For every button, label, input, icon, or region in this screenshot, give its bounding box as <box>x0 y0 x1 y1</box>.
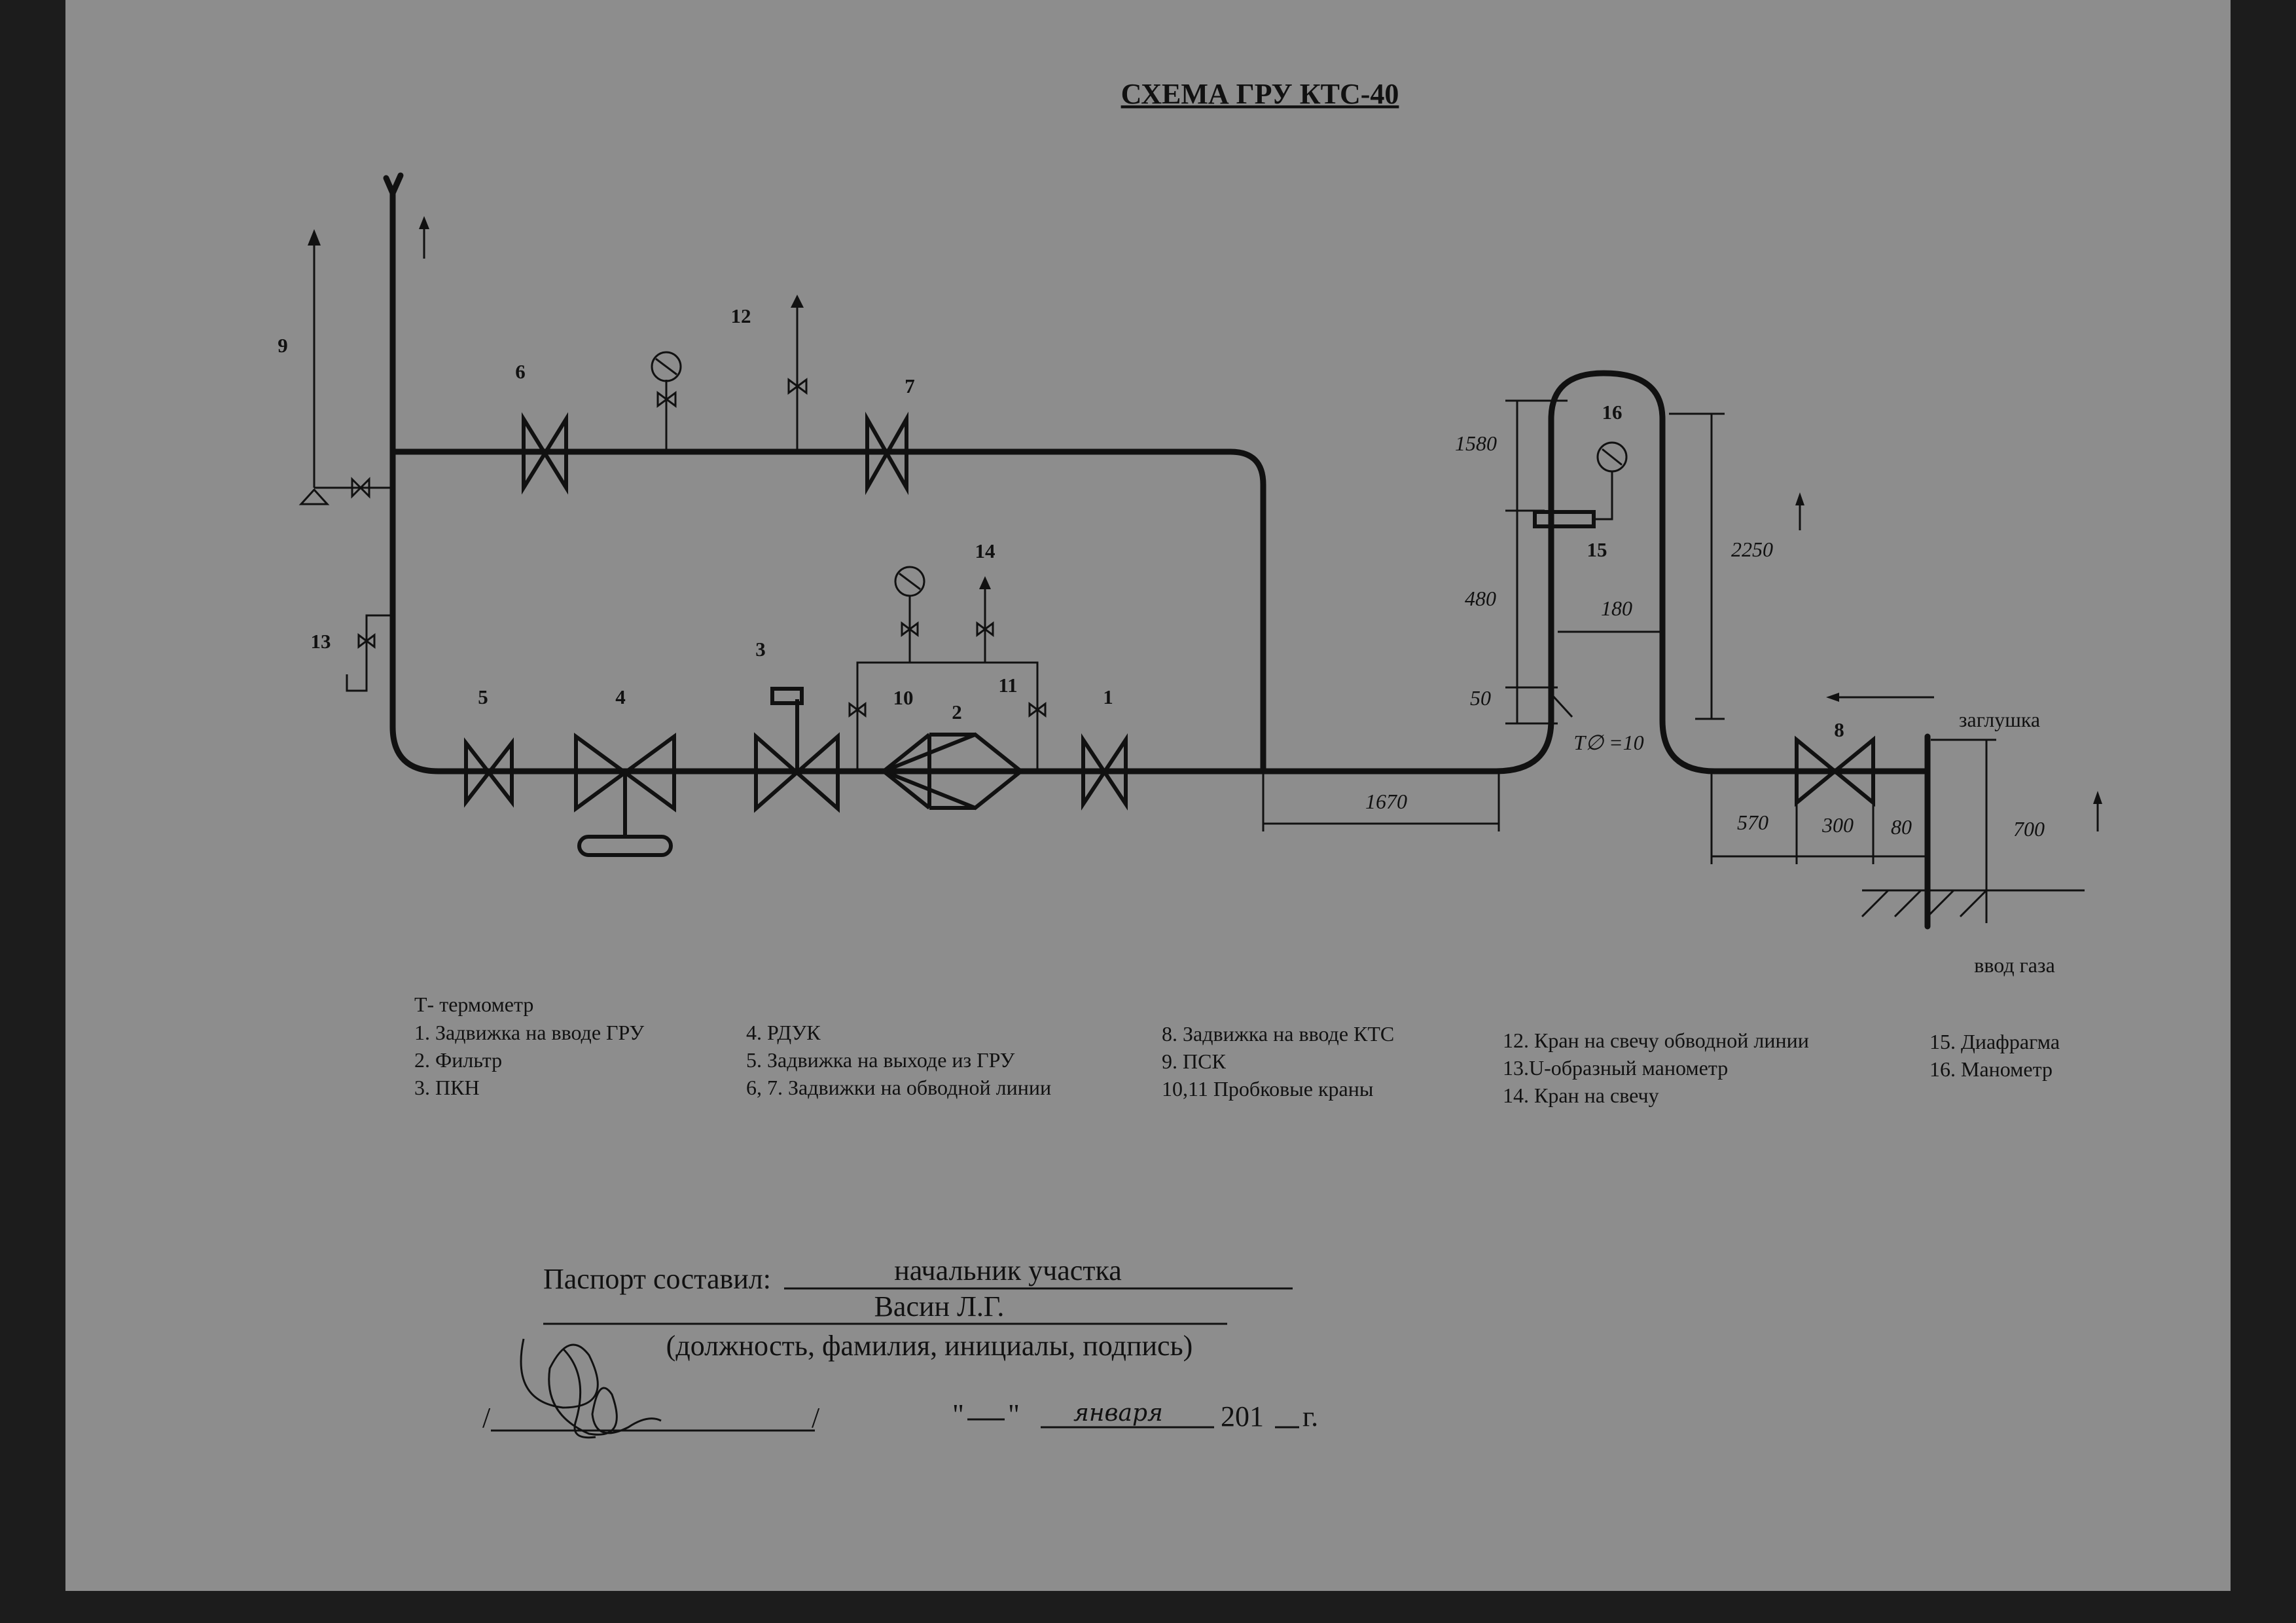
label-13: 13 <box>311 630 331 653</box>
ground-hatch <box>1861 889 2085 918</box>
compiled-by-name: Васин Л.Г. <box>874 1290 1005 1322</box>
label-1: 1 <box>1103 685 1113 708</box>
legend-item-10-11: 10,11 Пробковые краны <box>1162 1077 1373 1101</box>
label-9: 9 <box>278 334 288 357</box>
dim-480: 480 <box>1465 587 1496 610</box>
label-7: 7 <box>905 374 915 397</box>
diagram-title: СХЕМА ГРУ КТС-40 <box>1121 78 1399 110</box>
dimension-values: 1580 480 50 180 2250 1670 570 300 80 700… <box>1365 431 2045 841</box>
label-14: 14 <box>975 539 996 562</box>
passport-footer: Паспорт составил: начальник участка Васи… <box>482 1254 1318 1439</box>
upper-line-gauge <box>651 351 682 452</box>
safety-valve-9 <box>298 229 393 505</box>
component-numbers: 1 2 3 4 5 6 7 8 9 10 11 12 13 14 15 16 <box>278 304 1844 741</box>
thermometer-stub <box>1550 693 1573 718</box>
flow-arrow-up-right <box>1795 492 2102 831</box>
legend-item-15: 15. Диафрагма <box>1929 1030 2060 1053</box>
valve-6 <box>522 412 568 495</box>
legend-item-13: 13.U-образный манометр <box>1503 1056 1728 1080</box>
u-manometer-13 <box>346 614 393 692</box>
legend-item-16: 16. Манометр <box>1929 1057 2053 1081</box>
plug-label: заглушка <box>1959 708 2040 731</box>
date-year-prefix: 201 <box>1221 1400 1264 1432</box>
gas-input-label: ввод газа <box>1974 953 2055 977</box>
date-month: января <box>1073 1400 1163 1427</box>
dim-1670: 1670 <box>1365 790 1407 813</box>
legend: Т- термометр 1. Задвижка на вводе ГРУ 2.… <box>414 993 2060 1107</box>
main-pipeline <box>383 172 1931 930</box>
date-quote-close: " <box>1008 1398 1020 1431</box>
label-15: 15 <box>1587 538 1607 561</box>
legend-item-3: 3. ПКН <box>414 1076 480 1099</box>
dim-80: 80 <box>1891 815 1912 839</box>
filter-2 <box>878 732 1024 811</box>
dimension-lines <box>1262 399 1996 923</box>
signature-slash-left: / <box>482 1402 491 1434</box>
filter-bypass-taps <box>848 566 1047 771</box>
dim-2250: 2250 <box>1731 538 1773 561</box>
label-11: 11 <box>998 674 1017 697</box>
label-2: 2 <box>952 701 962 723</box>
legend-item-2: 2. Фильтр <box>414 1048 502 1072</box>
date-quote-open: " <box>952 1398 964 1431</box>
valve-7 <box>865 411 908 496</box>
label-5: 5 <box>478 685 488 708</box>
dim-300: 300 <box>1821 813 1854 837</box>
manometer-16 <box>1594 441 1628 520</box>
label-6: 6 <box>515 360 526 383</box>
label-16: 16 <box>1602 401 1623 424</box>
legend-item-5: 5. Задвижка на выходе из ГРУ <box>746 1048 1015 1072</box>
legend-item-14: 14. Кран на свечу <box>1503 1084 1659 1107</box>
dim-1580: 1580 <box>1455 431 1497 455</box>
dim-570: 570 <box>1737 811 1768 834</box>
label-3: 3 <box>755 638 766 661</box>
signature <box>520 1338 662 1439</box>
diaphragm-15 <box>1533 510 1596 528</box>
legend-thermometer: Т- термометр <box>414 993 533 1016</box>
valve-3-pkn <box>754 687 840 813</box>
flow-arrow-up <box>419 216 429 259</box>
label-10: 10 <box>893 686 914 709</box>
legend-item-6-7: 6, 7. Задвижки на обводной линии <box>746 1076 1051 1099</box>
legend-item-9: 9. ПСК <box>1162 1049 1226 1073</box>
valve-4-rduk <box>574 733 676 857</box>
date-year-suffix: г. <box>1302 1400 1318 1432</box>
legend-item-4: 4. РДУК <box>746 1021 821 1044</box>
legend-item-12: 12. Кран на свечу обводной линии <box>1503 1029 1809 1052</box>
signature-slash-right: / <box>812 1402 820 1434</box>
legend-item-8: 8. Задвижка на вводе КТС <box>1162 1022 1394 1046</box>
compiled-by-label: Паспорт составил: <box>543 1263 771 1295</box>
valve-8 <box>1795 735 1875 807</box>
valve-1 <box>1081 733 1128 811</box>
dim-50: 50 <box>1470 686 1491 710</box>
legend-item-1: 1. Задвижка на вводе ГРУ <box>414 1021 645 1044</box>
label-4: 4 <box>615 685 626 708</box>
compiled-by-position: начальник участка <box>894 1254 1122 1286</box>
thermometer-label: Т∅ =10 <box>1573 731 1643 754</box>
dim-180: 180 <box>1601 596 1632 620</box>
dim-700: 700 <box>2013 817 2045 841</box>
valve-5 <box>464 737 514 808</box>
signature-caption: (должность, фамилия, инициалы, подпись) <box>666 1330 1193 1362</box>
label-12: 12 <box>731 304 751 327</box>
flow-arrow-left <box>1826 693 1934 702</box>
vent-tap-12 <box>787 295 808 452</box>
label-8: 8 <box>1834 718 1844 741</box>
paper-sheet <box>65 0 2231 1591</box>
